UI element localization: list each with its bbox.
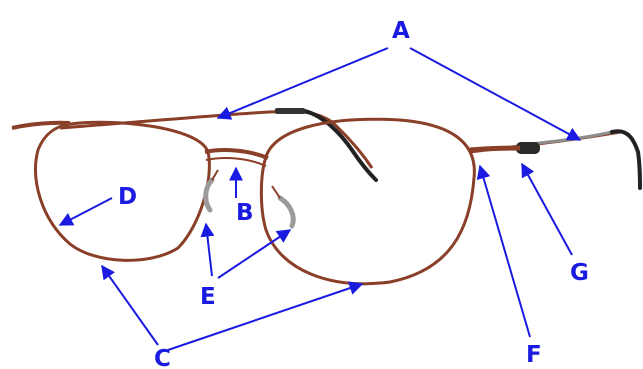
label-b: B bbox=[236, 200, 254, 226]
label-f: F bbox=[526, 342, 542, 368]
label-c: C bbox=[154, 346, 171, 369]
callout-arrows bbox=[60, 48, 580, 350]
right-end-piece bbox=[470, 148, 520, 150]
near-temple bbox=[470, 131, 640, 188]
right-lens-rim bbox=[261, 119, 474, 283]
label-e: E bbox=[200, 284, 216, 310]
label-g: G bbox=[570, 260, 589, 286]
bridge bbox=[205, 150, 268, 166]
label-a: A bbox=[392, 18, 410, 44]
far-temple bbox=[60, 108, 376, 180]
label-d: D bbox=[118, 184, 137, 210]
